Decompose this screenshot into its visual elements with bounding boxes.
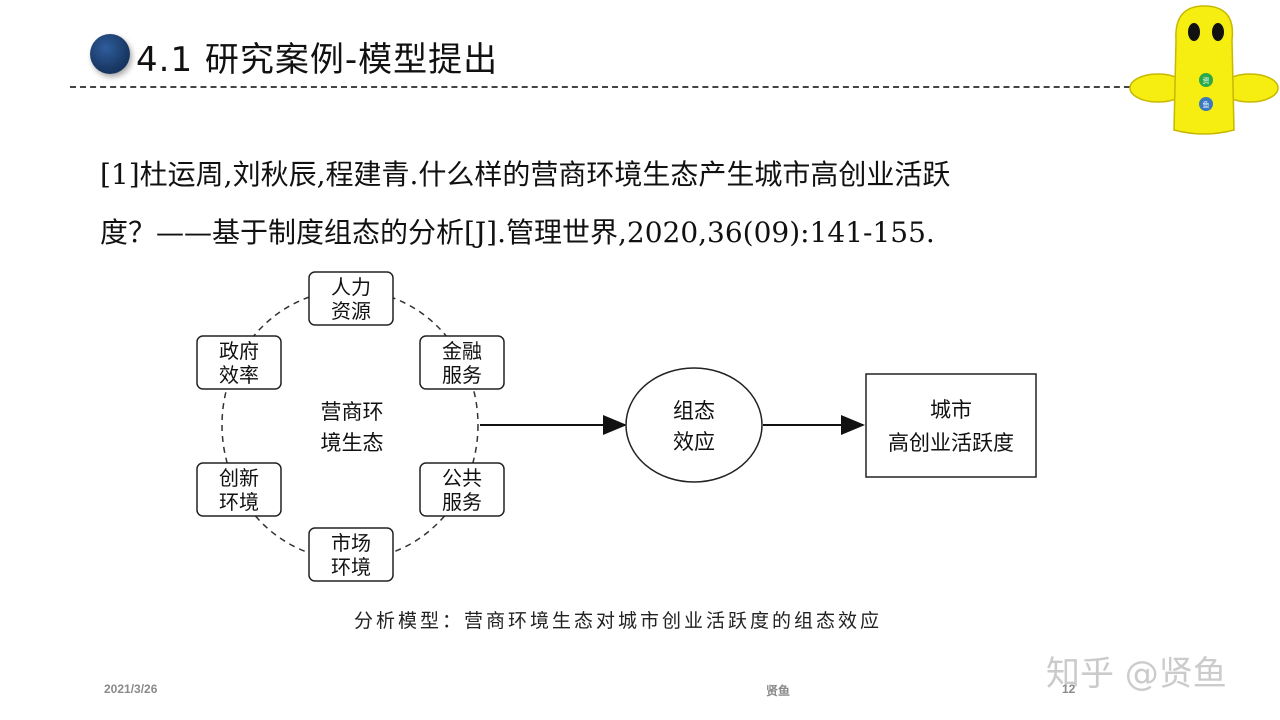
footer-page-number: 12	[1062, 682, 1076, 696]
center-label-line2: 境生态	[321, 431, 384, 455]
node-label-line2: 环境	[331, 555, 371, 579]
node-market-environment: 市场 环境	[308, 527, 394, 582]
node-public-services: 公共 服务	[419, 462, 505, 517]
node-label-line1: 政府	[219, 339, 259, 363]
title-bullet-dot	[90, 34, 130, 74]
center-label-line1: 营商环	[321, 400, 384, 424]
node-label-line2: 环境	[219, 490, 259, 514]
mascot-body	[1173, 5, 1235, 135]
node-human-resources: 人力 资源	[308, 271, 394, 326]
node-label-line1: 市场	[331, 531, 371, 555]
outcome-label-line2: 高创业活跃度	[888, 431, 1014, 455]
title-divider	[70, 86, 1150, 88]
footer-date: 2021/3/26	[104, 682, 158, 696]
mascot-badge-top-label: 资	[1203, 76, 1210, 85]
node-label-line1: 公共	[442, 466, 482, 490]
node-financial-services: 金融 服务	[419, 335, 505, 390]
slide-title: 4.1 研究案例-模型提出	[136, 40, 499, 80]
node-label-line2: 资源	[331, 299, 371, 323]
mascot-logo: 资 鱼	[1129, 5, 1279, 135]
node-label-line1: 创新	[219, 466, 259, 490]
zhihu-watermark: 知乎 @贤鱼	[1046, 654, 1227, 694]
mascot-badge-bottom-label: 鱼	[1203, 100, 1210, 109]
ecosystem-dashed-ring	[221, 289, 479, 561]
configuration-effect-node	[625, 367, 763, 483]
mascot-badge-bottom	[1199, 97, 1213, 111]
configuration-label-line1: 组态	[673, 399, 715, 423]
node-label-line2: 效率	[219, 363, 259, 387]
model-diagram: 营商环 境生态 人力 资源 金融 服务 公共 服务 市场 环境 创新 环境 政府…	[196, 271, 1037, 582]
citation-line-1: [1]杜运周,刘秋辰,程建青.什么样的营商环境生态产生城市高创业活跃	[100, 158, 951, 191]
node-label-line2: 服务	[442, 363, 482, 387]
citation-line-2: 度？——基于制度组态的分析[J].管理世界,2020,36(09):141-15…	[100, 216, 935, 249]
mascot-eye-right	[1212, 23, 1224, 41]
outcome-node	[865, 373, 1037, 478]
outcome-label-line1: 城市	[930, 398, 972, 422]
node-label-line2: 服务	[442, 490, 482, 514]
citation-text: [1]杜运周,刘秋辰,程建青.什么样的营商环境生态产生城市高创业活跃 度？——基…	[100, 146, 1180, 262]
footer-author: 贤鱼	[766, 684, 791, 698]
node-innovation-environment: 创新 环境	[196, 462, 282, 517]
mascot-eye-left	[1188, 23, 1200, 41]
node-government-efficiency: 政府 效率	[196, 335, 282, 390]
mascot-badge-top	[1199, 73, 1213, 87]
node-label-line1: 金融	[442, 339, 482, 363]
configuration-label-line2: 效应	[673, 430, 715, 454]
diagram-caption: 分析模型：营商环境生态对城市创业活跃度的组态效应	[353, 610, 882, 632]
node-label-line1: 人力	[331, 275, 371, 299]
